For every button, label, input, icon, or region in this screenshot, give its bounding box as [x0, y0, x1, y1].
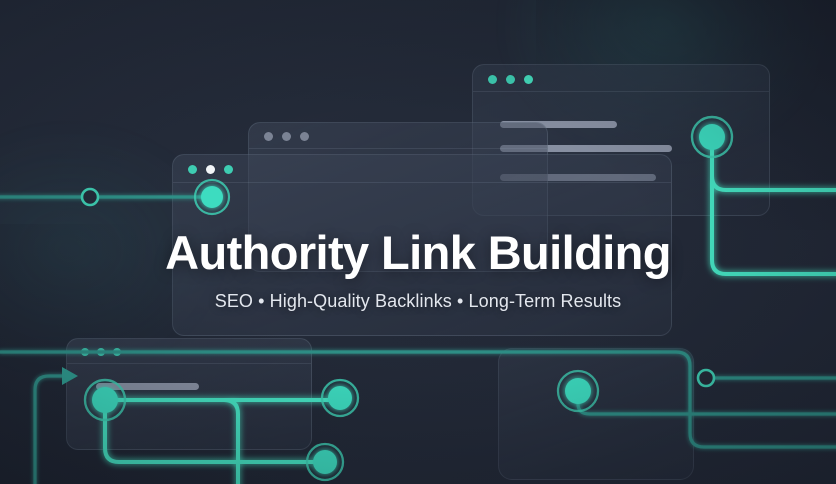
node-bottom-mid: [320, 378, 360, 418]
page-title: Authority Link Building: [165, 226, 671, 279]
page-subtitle: SEO • High-Quality Backlinks • Long-Term…: [214, 290, 622, 311]
node-bottom-low: [305, 442, 345, 482]
browser-window-main: [172, 154, 672, 336]
ring-right-lower: [696, 368, 716, 388]
link-bottom-left-chain-b: [103, 411, 315, 464]
window-dot-white: [206, 165, 215, 174]
window-dot-teal-3: [524, 75, 533, 84]
hero-text-block: Authority Link Building SEO • High-Quali…: [0, 226, 836, 312]
content-bar: [96, 383, 199, 390]
window-dot-gray-2: [282, 132, 291, 141]
ring-left-line: [80, 187, 100, 207]
window-title-bar: [67, 339, 311, 364]
node-group: [80, 115, 734, 482]
window-dot-teal-2: [506, 75, 515, 84]
window-dot-teal-2: [224, 165, 233, 174]
window-title-bar: [473, 65, 769, 92]
link-top-node-down: [710, 148, 836, 276]
window-dot-teal-1: [188, 165, 197, 174]
link-bottom-arrow-in: [33, 374, 66, 484]
arrow-head-bottom-left: [62, 367, 78, 385]
content-bar: [500, 121, 617, 128]
content-bar: [500, 145, 672, 152]
node-card-right: [556, 369, 600, 413]
node-bottom-left: [83, 378, 127, 422]
window-dot-teal-1: [488, 75, 497, 84]
link-mid-right-out: [0, 350, 836, 449]
window-title-bar: [173, 155, 671, 183]
link-bottom-left-chain-c: [222, 398, 240, 484]
window-dot-gray-3: [300, 132, 309, 141]
node-top-right-window: [690, 115, 734, 159]
window-title-bar: [249, 123, 547, 149]
window-dot-gray-1: [264, 132, 273, 141]
node-main-window: [193, 178, 231, 216]
